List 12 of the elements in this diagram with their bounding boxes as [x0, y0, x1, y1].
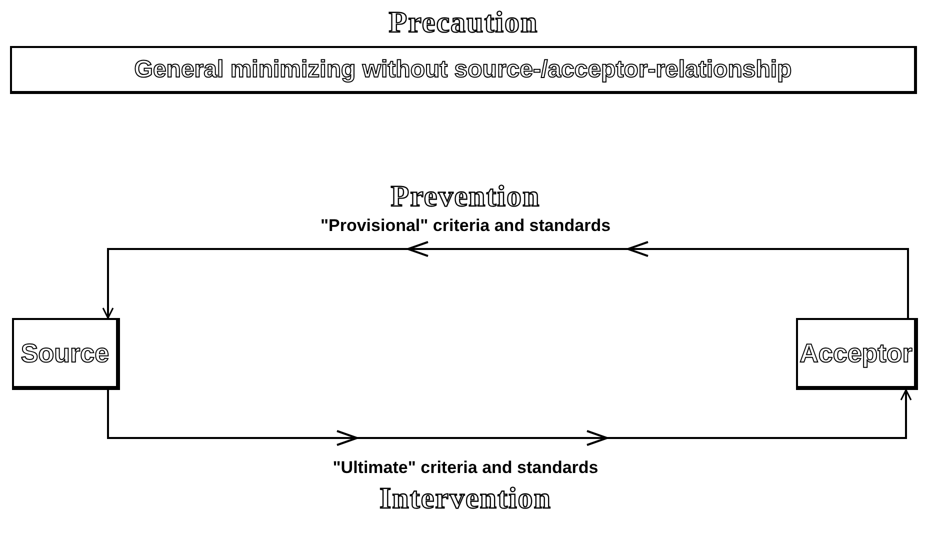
section-heading: Precaution [388, 6, 538, 40]
box-text: Acceptor [800, 338, 912, 368]
criteria-label: "Ultimate" criteria and standards [332, 458, 598, 478]
process-box [12, 318, 120, 390]
box-text: Source [20, 338, 110, 368]
criteria-label: "Provisional" criteria and standards [320, 216, 611, 236]
section-heading: Prevention [390, 180, 540, 214]
arrow [102, 241, 909, 319]
box-text: General minimizing without source-/acceptor-relationship [134, 56, 792, 84]
arrow [107, 389, 912, 446]
section-heading: Intervention [380, 482, 552, 516]
process-box [796, 318, 918, 390]
